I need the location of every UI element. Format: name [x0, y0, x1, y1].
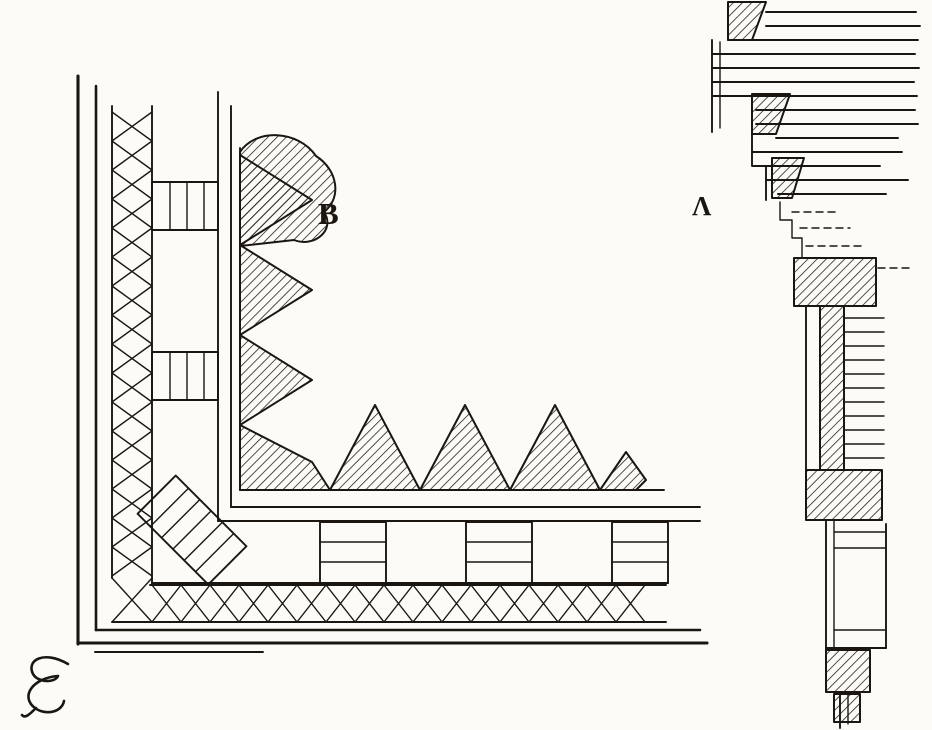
section-cut-patch-2 [751, 93, 791, 135]
signature-mark [20, 655, 70, 718]
chevron-corner-mass [239, 424, 331, 491]
signature-stroke [20, 655, 70, 718]
section-cut-band-2 [805, 469, 883, 521]
lattice-v-zigzag-a [111, 111, 153, 577]
section-cut-foot-2 [833, 693, 861, 723]
section-label: Λ [692, 191, 712, 221]
chevron-tooth-1 [239, 154, 313, 246]
ladder-block-4 [465, 521, 533, 584]
chevron-tooth-5 [419, 404, 511, 491]
lattice-corner-cross [111, 577, 153, 623]
moulding-section-figure [711, 1, 921, 729]
ladder-block-5 [611, 521, 669, 584]
chevron-tooth-6 [509, 404, 601, 491]
chevron-tooth-2 [239, 244, 313, 336]
section-mid-shading [843, 317, 885, 459]
section-step-edge-mid [751, 133, 767, 201]
ladder-block-1-rungs [169, 181, 205, 231]
section-cut-patch-1 [727, 1, 767, 41]
chevron-tooth-4 [329, 404, 421, 491]
ladder-corner-block [136, 474, 248, 586]
chevron-moulding [239, 134, 647, 491]
ladder-block-3 [319, 521, 387, 584]
corner-plan-figure [76, 74, 709, 653]
section-cut-patch-3 [771, 157, 805, 199]
ladder-corner-rungs [149, 487, 235, 573]
ladder-block-2 [151, 351, 219, 401]
section-small-steps [779, 201, 803, 259]
lattice-v-zigzag-b [111, 111, 153, 577]
ladder-block-4-rungs [465, 541, 533, 563]
lattice-h-zigzag-b [151, 584, 646, 623]
section-cut-band-1 [793, 257, 877, 307]
section-cut-foot-1 [825, 649, 871, 693]
ladder-block-3-rungs [319, 541, 387, 563]
section-box-lines [833, 531, 887, 631]
ladder-block-5-rungs [611, 541, 669, 563]
lattice-band-horizontal [111, 584, 667, 623]
ladder-block-1 [151, 181, 219, 231]
chevron-tooth-3 [239, 334, 313, 426]
ladder-band-horizontal [151, 520, 701, 584]
chevron-tail [599, 451, 647, 491]
ladder-block-2-rungs [169, 351, 205, 401]
section-cut-strip [819, 305, 845, 471]
plan-label: B [318, 196, 339, 231]
lattice-band-vertical [111, 105, 153, 623]
